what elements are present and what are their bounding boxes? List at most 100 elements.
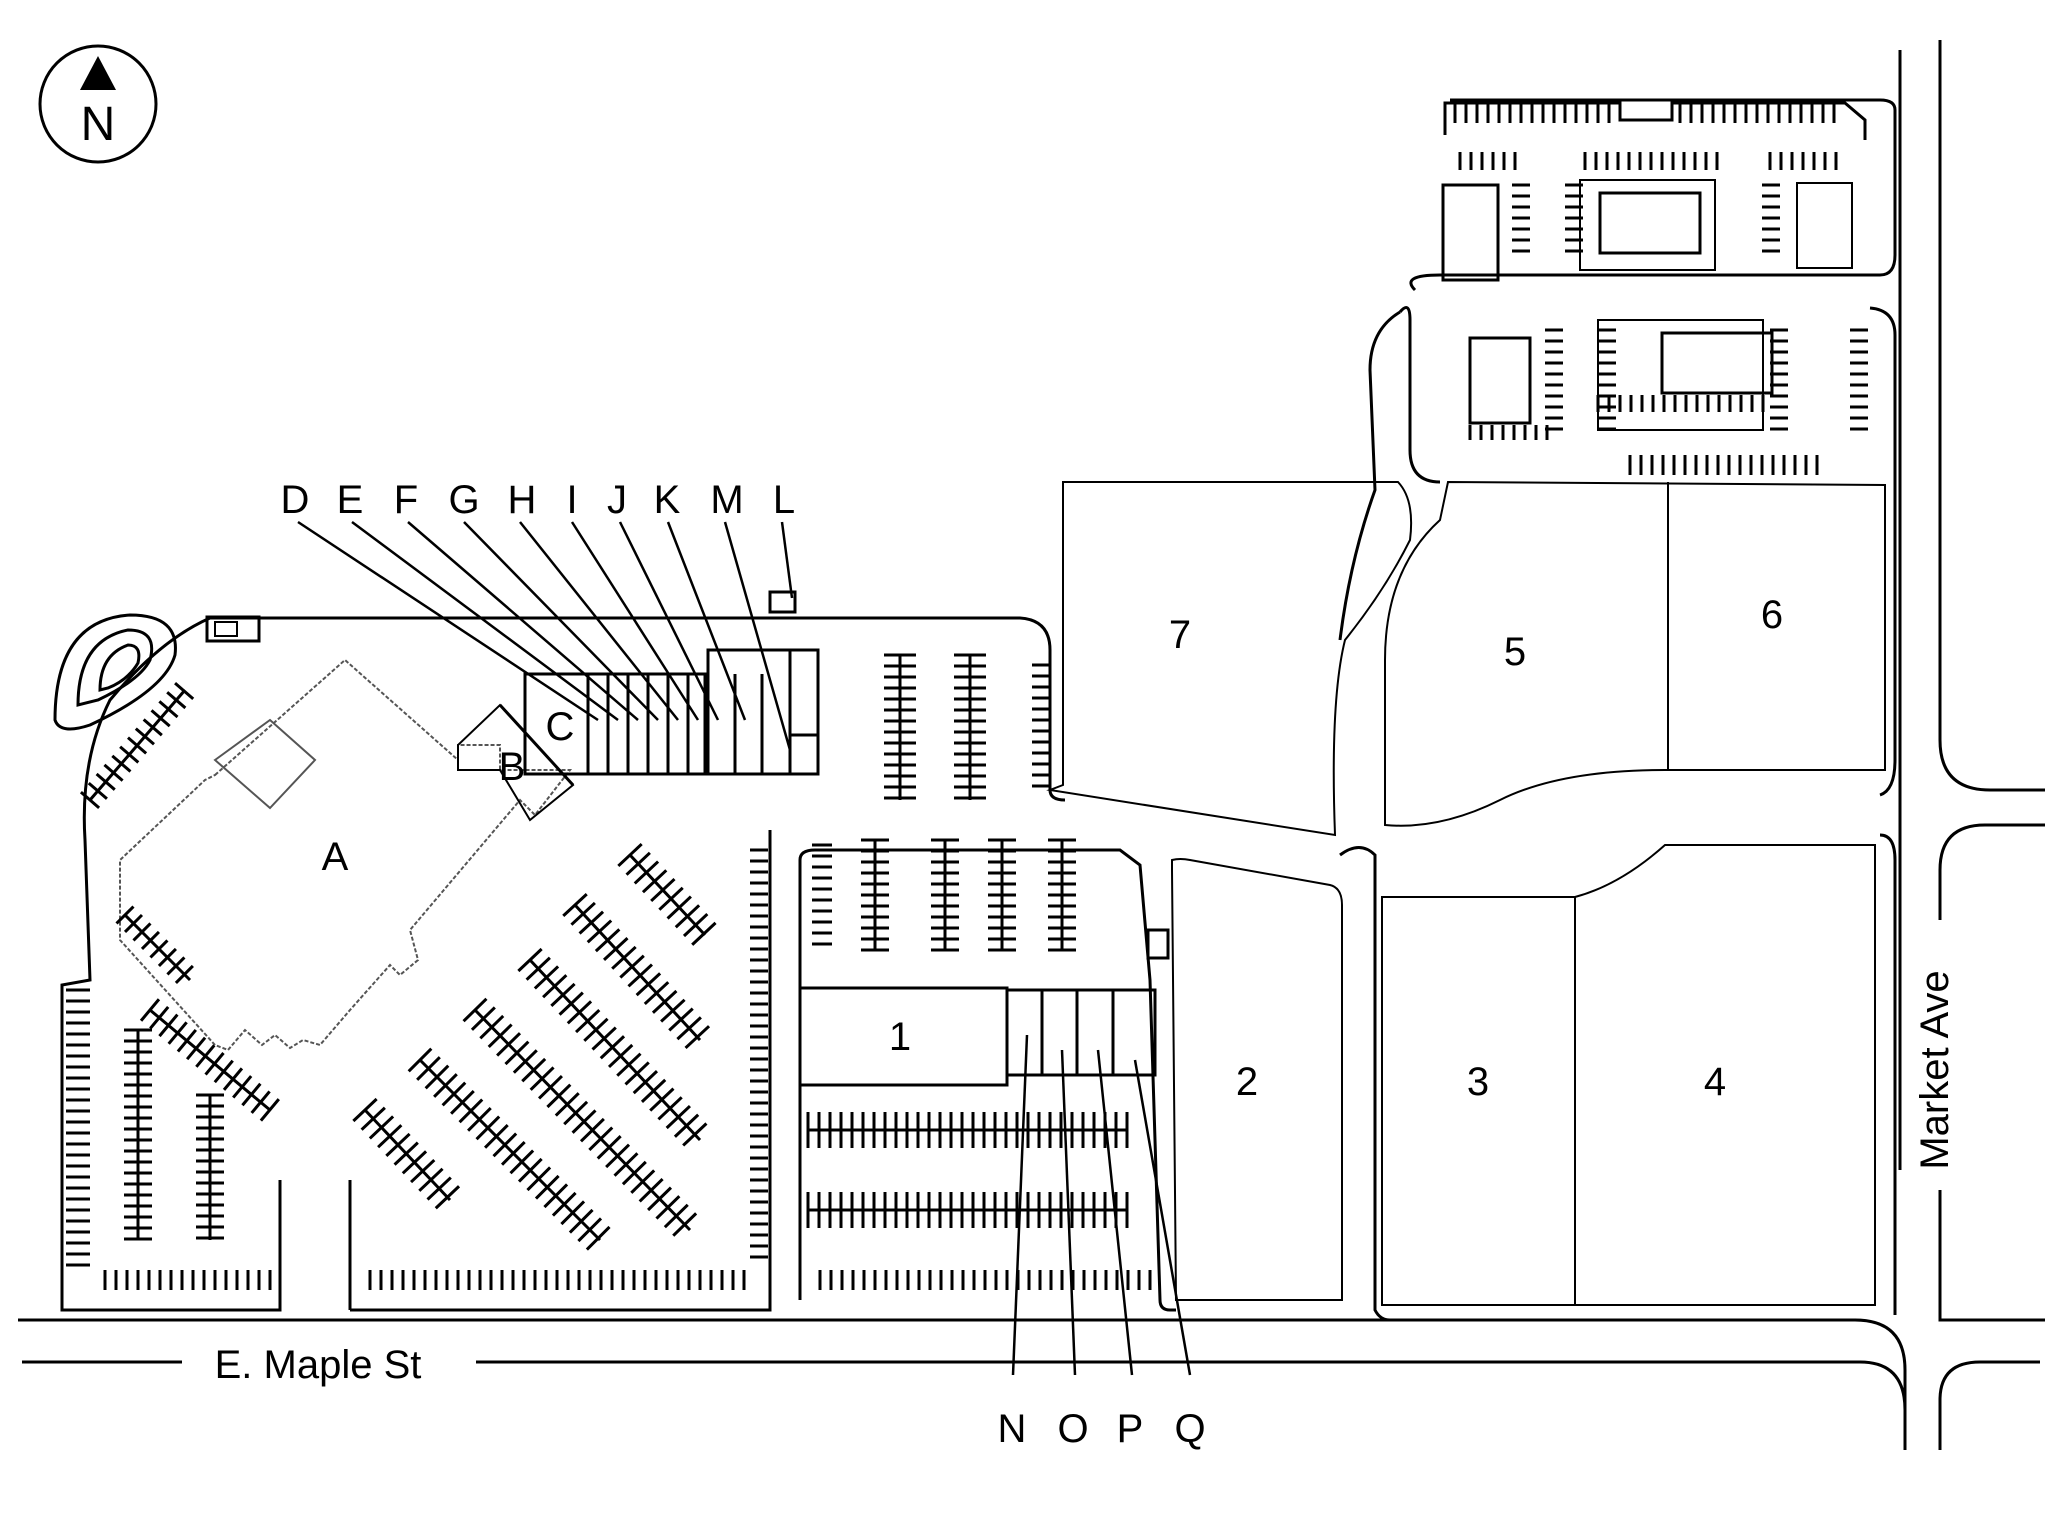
parking-stall-line <box>462 997 488 1023</box>
parking-stall-line <box>241 1082 262 1107</box>
maple-south-curb <box>22 1360 1907 1411</box>
ne-lot-outline <box>1443 101 1867 140</box>
parking-stall-line <box>111 754 132 773</box>
street-lines <box>18 40 2045 1450</box>
parking-stall-line <box>174 964 194 984</box>
parking-stall-line <box>676 1016 702 1041</box>
parking-stall-line <box>142 718 163 737</box>
parking-stall-line <box>607 1043 634 1069</box>
anchor-store-entrance <box>213 718 317 810</box>
parking-stall-line <box>150 709 171 728</box>
unit-label-6: 6 <box>1761 593 1783 637</box>
parking-stall-line <box>185 1036 207 1061</box>
parking-stall-line <box>682 912 709 938</box>
parking-stall-line <box>166 956 186 976</box>
parking-stall-line <box>139 998 161 1022</box>
parking-stall-line <box>651 989 678 1014</box>
parking-stall-line <box>521 1057 547 1083</box>
parking-row-spine <box>123 913 192 982</box>
parking-stall-line <box>87 781 108 800</box>
parking-stall-line <box>630 1169 656 1194</box>
unit-letters-bottom: N O P Q <box>998 1407 1206 1451</box>
north-boundary <box>210 616 1066 802</box>
parking-stall-line <box>635 972 662 997</box>
parking-stall-line <box>401 1150 428 1175</box>
parking-stall-line <box>434 1185 461 1210</box>
parking-stall-line <box>594 928 621 953</box>
parking-stall-line <box>666 895 692 920</box>
parking-stall-line <box>627 963 653 988</box>
parking-stall-line <box>504 1040 530 1066</box>
unit-label-4: 4 <box>1704 1060 1726 1104</box>
parking-stall-line <box>213 1059 234 1084</box>
parking-stall-line <box>487 1023 513 1049</box>
parking-stall-line <box>450 1090 475 1115</box>
parking-stall-line <box>605 1143 631 1169</box>
parking-row-spine <box>573 903 702 1042</box>
drive-curb-d <box>1879 833 1897 1315</box>
parking-stall-line <box>682 1122 708 1147</box>
maple-north-curb <box>18 1318 1907 1450</box>
cart-corral-icon <box>205 615 261 643</box>
landscape-island <box>53 613 177 731</box>
parking-stall-line <box>641 869 668 894</box>
parking-stall-line <box>79 791 101 809</box>
parking-stall-line <box>586 919 613 944</box>
parking-stall-line <box>668 1007 694 1032</box>
parking-stall-line <box>259 1098 280 1122</box>
market-east-curb-north <box>1938 40 2045 792</box>
parking-stall-line <box>624 1061 650 1086</box>
parking-stall-line <box>551 1191 577 1217</box>
parking-stall-line <box>621 1160 647 1186</box>
drive-curb-f <box>1409 98 1897 292</box>
parking-stall-line <box>526 1166 552 1192</box>
drive-curb-c <box>1339 846 1391 1322</box>
ne-building-2 <box>1598 191 1702 255</box>
parking-stall-line <box>575 1008 601 1034</box>
unit-letters-top: D E F G H I J K M L <box>281 478 796 522</box>
parking-stall-line <box>672 1212 698 1237</box>
parking-stall-line <box>585 1225 611 1251</box>
parking-stall-line <box>660 998 686 1023</box>
parking-stall-line <box>674 904 701 929</box>
parking-stall-line <box>119 745 140 764</box>
parking-row-spine <box>363 1108 452 1202</box>
parking-stall-line <box>537 1074 563 1100</box>
parking-stall-line <box>588 1126 614 1151</box>
parking-stall-line <box>546 1083 572 1109</box>
parking-stall-line <box>684 1025 711 1050</box>
unit-label-p: P <box>1117 1407 1144 1451</box>
pads-3-4-outline <box>1381 844 1876 1306</box>
parking-stall-line <box>543 1183 569 1209</box>
drive-curb-b <box>1338 310 1401 641</box>
parking-stall-line <box>570 901 596 926</box>
parking-stall-line <box>643 981 670 1006</box>
pads-5-6-outline <box>1384 480 1886 827</box>
parking-stall-line <box>483 1123 509 1149</box>
parking-stall-line <box>613 1152 639 1177</box>
shops-n-q-dividers <box>1040 990 1115 1075</box>
unit-label-2: 2 <box>1236 1060 1258 1104</box>
east-drive-curbs <box>1338 98 1897 1322</box>
pad-7-outline <box>1046 481 1413 837</box>
street-label-maple: E. Maple St <box>215 1343 422 1387</box>
parking-stall-line <box>517 1157 543 1183</box>
parking-row-spine <box>528 958 702 1142</box>
parking-stall-line <box>563 1100 589 1126</box>
parking-stall-line <box>568 1208 594 1234</box>
parking-stall-line <box>115 905 135 925</box>
parking-stall-line <box>149 1005 170 1030</box>
parking-stall-line <box>407 1047 433 1073</box>
parking-stall-line <box>393 1141 419 1166</box>
compass-circle-icon <box>38 44 158 164</box>
parking-stall-line <box>157 947 177 967</box>
parking-stall-line <box>625 851 651 876</box>
parking-stall-line <box>433 1073 458 1098</box>
parking-stall-line <box>632 1070 659 1095</box>
parking-stall-line <box>424 1064 450 1090</box>
parking-stall-line <box>649 1087 675 1112</box>
utility-box-icon <box>768 590 797 614</box>
parking-stall-line <box>655 1195 681 1220</box>
drive-curb-a <box>1398 306 1441 484</box>
parking-stall-line <box>140 930 161 951</box>
